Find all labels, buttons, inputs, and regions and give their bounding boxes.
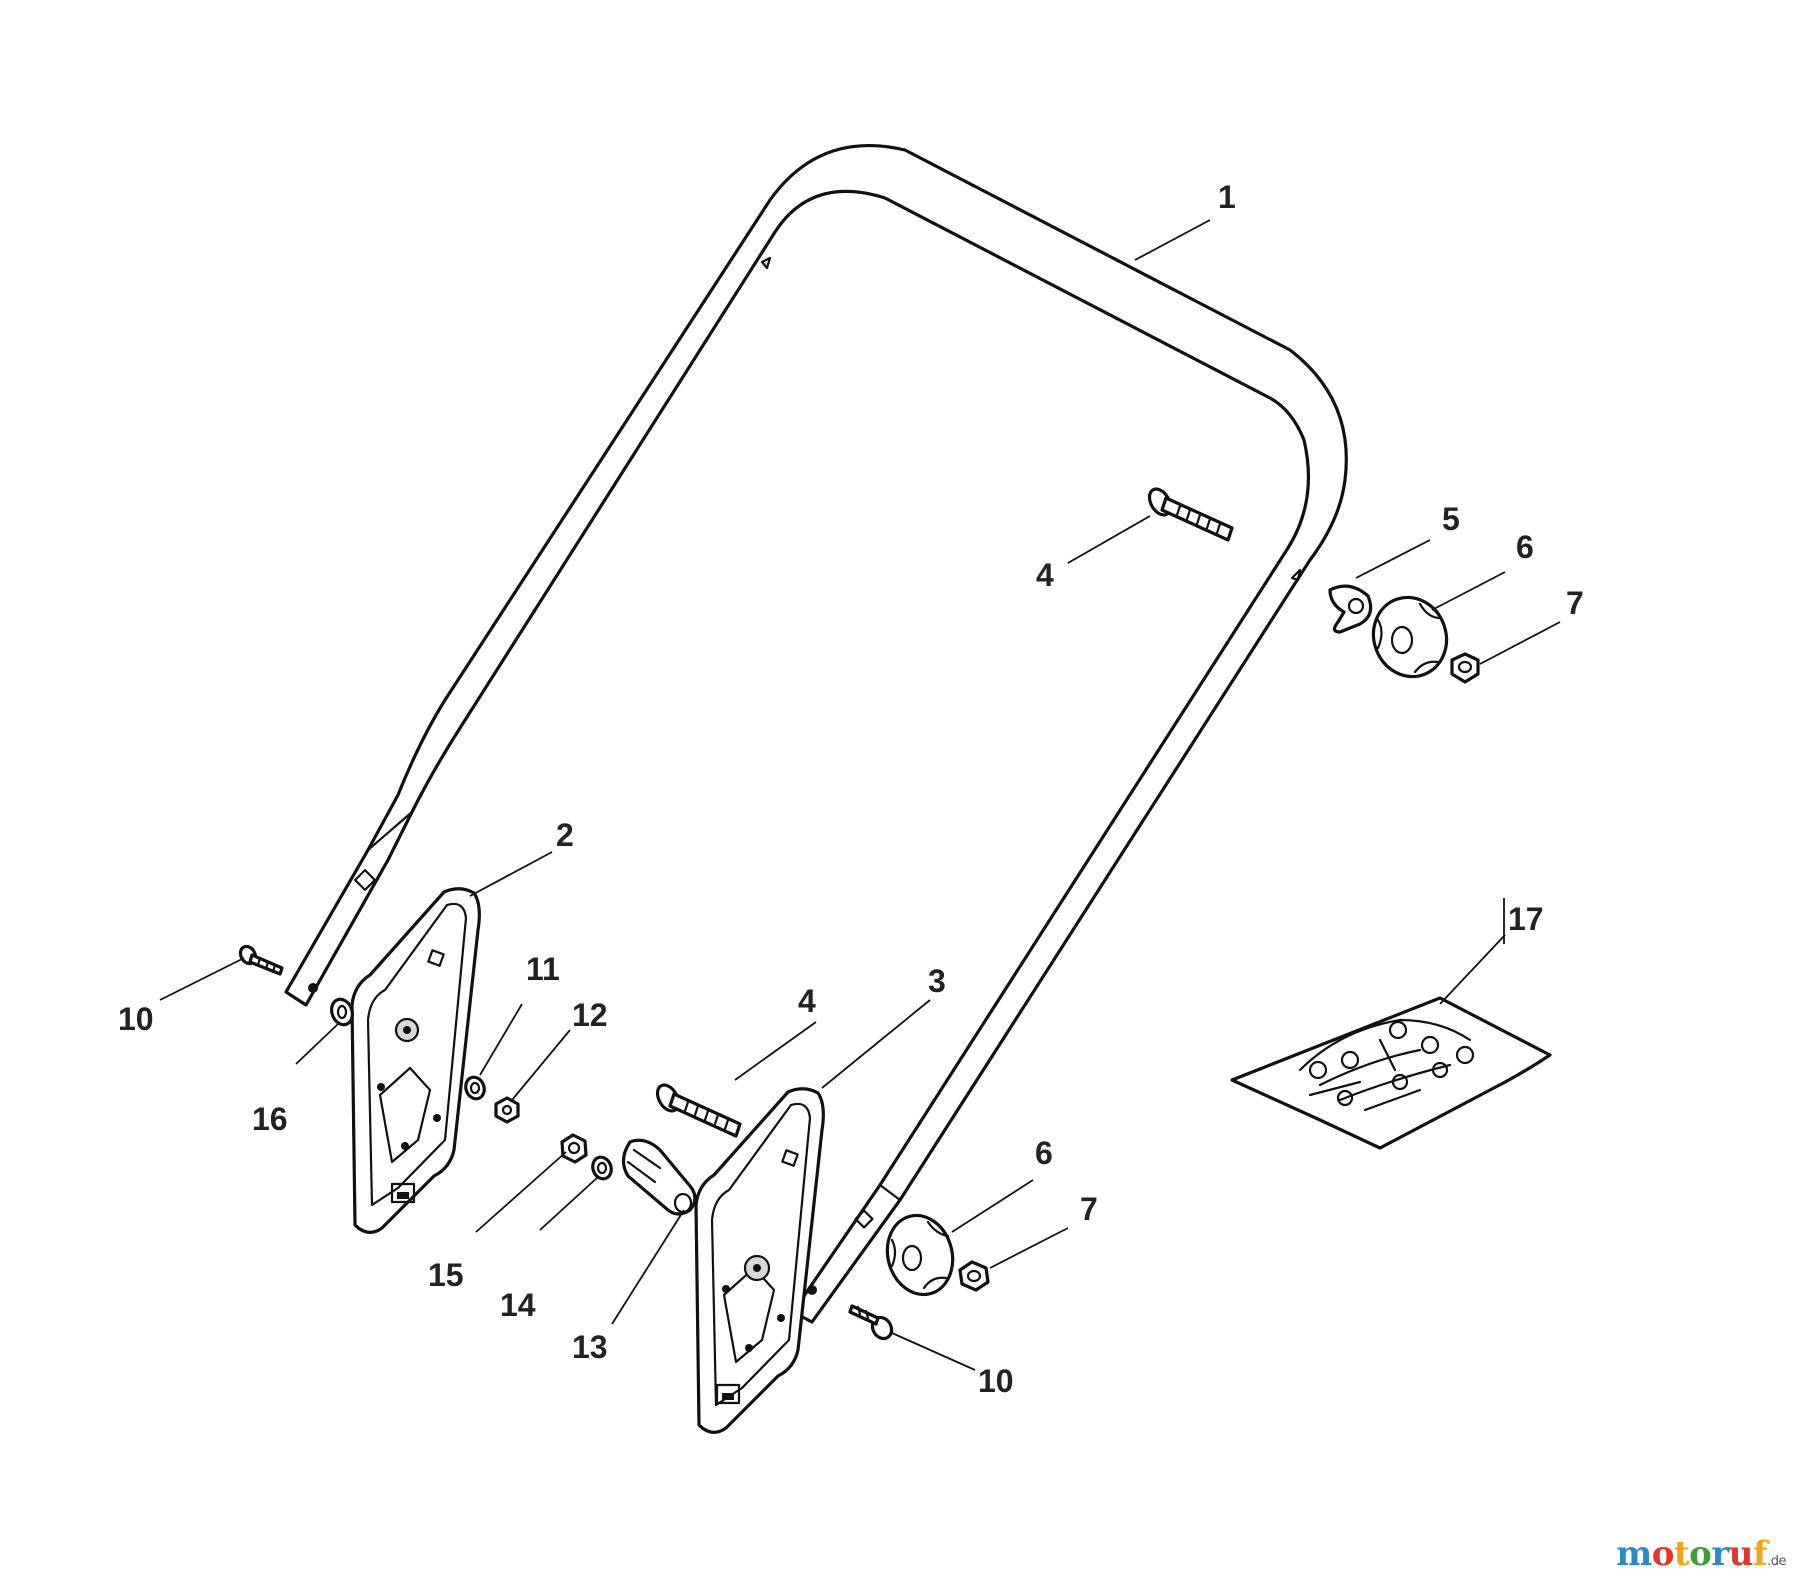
watermark-letters: motoruf [1616,1534,1767,1574]
callout-7-lower: 7 [1080,1191,1098,1227]
callout-4-upper: 4 [1036,557,1054,593]
watermark-letter: f [1752,1534,1768,1574]
watermark-suffix: .de [1767,1554,1786,1569]
hardware-kit-bag [1230,996,1552,1150]
callout-14: 14 [500,1287,536,1323]
watermark-letter: r [1711,1534,1729,1574]
hex-nut-12 [494,1096,520,1124]
callout-6-lower: 6 [1035,1135,1053,1171]
carriage-bolt-upper [1147,487,1234,542]
cam-washer [1328,584,1373,634]
motoruf-watermark-logo: motoruf.de [1616,1534,1786,1574]
washer-14 [591,1155,613,1181]
hex-nut-15 [560,1133,588,1164]
square-hole-icon [781,1149,799,1167]
watermark-letter: t [1673,1534,1690,1574]
hex-nut-upper [1450,652,1480,684]
callout-2: 2 [556,817,574,853]
callout-5: 5 [1442,501,1460,537]
callout-6-upper: 6 [1516,529,1534,565]
handle-knob-upper [1371,595,1449,679]
callout-7-upper: 7 [1566,585,1584,621]
left-bracket [350,887,481,1234]
callout-labels: 1 2 3 4 4 5 6 6 7 7 10 10 11 12 13 14 15… [118,179,1584,1399]
washer-16 [330,997,354,1027]
square-hole-icon [427,949,445,967]
hex-nut-lower [958,1260,990,1292]
callout-3: 3 [928,963,946,999]
leader-lines [159,219,1561,1371]
callout-12: 12 [572,997,608,1033]
carriage-bolt-lower [655,1083,742,1138]
adjustment-lever [621,1138,697,1216]
callout-15: 15 [428,1257,464,1293]
watermark-letter: o [1689,1534,1712,1574]
watermark-letter: o [1651,1534,1675,1574]
watermark-letter: m [1616,1534,1652,1574]
watermark-letter: u [1728,1534,1754,1574]
callout-13: 13 [572,1329,608,1365]
callout-10-right: 10 [978,1363,1014,1399]
screw-left [238,944,284,976]
screw-right [848,1304,894,1341]
callout-17: 17 [1508,901,1544,937]
handle-tube [284,143,1348,1324]
right-bracket [694,1087,825,1434]
callout-16: 16 [252,1101,288,1137]
callout-11: 11 [526,951,560,987]
callout-1: 1 [1218,179,1236,215]
square-hole-icon [854,1209,874,1229]
callout-10-left: 10 [118,1001,154,1037]
callout-4-lower: 4 [798,983,816,1019]
square-hole-icon [354,869,376,891]
handle-knob-lower [885,1213,955,1297]
washer-11 [464,1075,486,1101]
